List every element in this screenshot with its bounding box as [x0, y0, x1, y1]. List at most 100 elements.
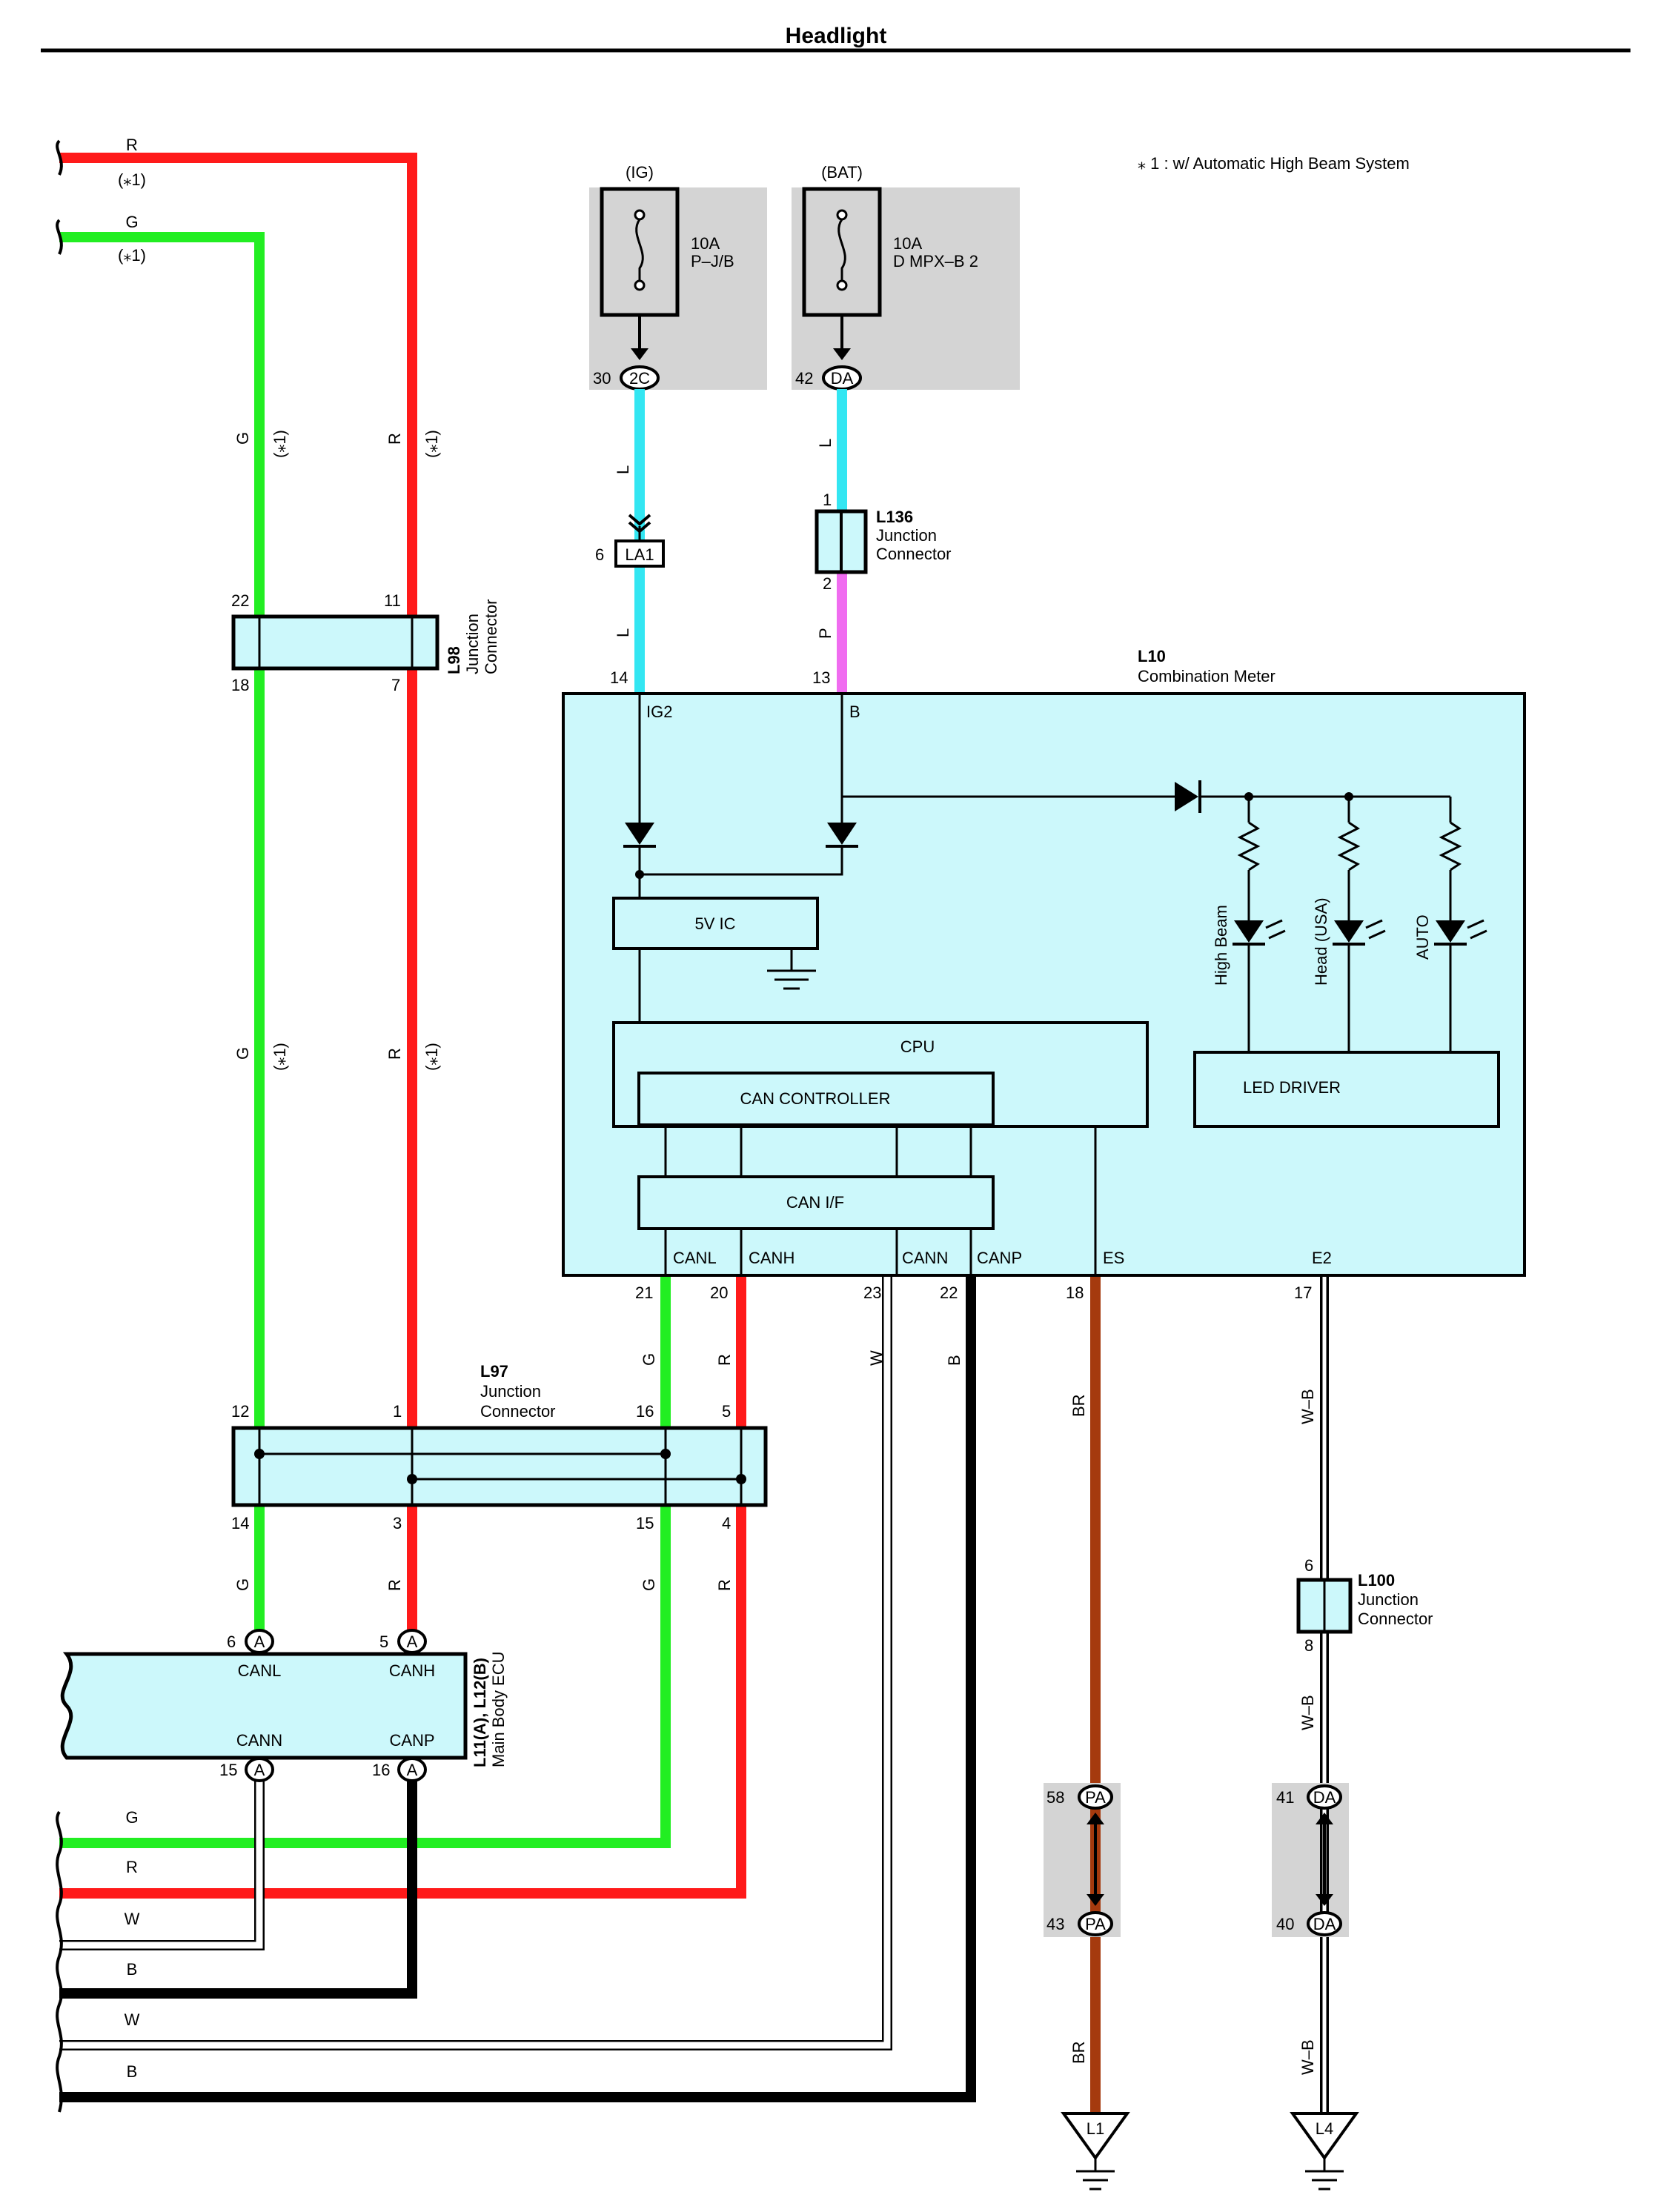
- svg-text:CANL: CANL: [673, 1249, 717, 1267]
- svg-text:Connector: Connector: [876, 545, 952, 563]
- svg-text:7: 7: [391, 676, 400, 694]
- svg-text:L136: L136: [876, 508, 913, 526]
- svg-text:W–B: W–B: [1298, 1389, 1317, 1424]
- svg-text:P–J/B: P–J/B: [691, 252, 734, 270]
- svg-text:Combination Meter: Combination Meter: [1138, 667, 1275, 685]
- svg-text:8: 8: [1304, 1636, 1313, 1655]
- led-branch-high-beam: High Beam: [1212, 797, 1286, 1052]
- svg-text:Junction: Junction: [463, 614, 482, 674]
- svg-text:17: 17: [1294, 1283, 1312, 1302]
- svg-text:3: 3: [393, 1514, 402, 1532]
- svg-text:B: B: [945, 1355, 963, 1366]
- svg-text:G: G: [640, 1578, 658, 1591]
- svg-text:CAN I/F: CAN I/F: [786, 1193, 844, 1212]
- fuse-bat: (BAT) 10A D MPX–B 2 42 DA: [792, 163, 1020, 391]
- svg-text:23: 23: [863, 1283, 881, 1302]
- svg-text:Junction: Junction: [876, 526, 937, 545]
- bottom-left-wire-labels: G R W B W B: [125, 1808, 140, 2081]
- main-body-ecu: A A A A 6 5 15 16 CANL CANH CANN CANP L1…: [60, 1629, 508, 1782]
- svg-text:CANH: CANH: [749, 1249, 794, 1267]
- svg-text:16: 16: [636, 1402, 654, 1421]
- svg-text:16: 16: [372, 1761, 390, 1779]
- svg-text:R: R: [385, 1579, 404, 1591]
- svg-text:18: 18: [1066, 1283, 1084, 1302]
- combination-meter-l10: L10 Combination Meter 14 13 IG2 B 5V IC …: [562, 647, 1526, 1302]
- svg-text:Connector: Connector: [482, 599, 500, 674]
- svg-text:21: 21: [635, 1283, 653, 1302]
- svg-text:G: G: [640, 1353, 658, 1366]
- led-branch-head-usa: Head (USA): [1312, 797, 1386, 1052]
- svg-text:18: 18: [231, 676, 249, 694]
- svg-text:LA1: LA1: [625, 545, 654, 564]
- wire-note-r-top: (⁎1): [118, 170, 146, 189]
- page-title: Headlight: [786, 24, 887, 48]
- svg-text:(⁎1): (⁎1): [271, 430, 289, 458]
- svg-text:14: 14: [610, 668, 628, 687]
- svg-text:G: G: [233, 1047, 252, 1060]
- svg-text:PA: PA: [1085, 1788, 1106, 1807]
- svg-text:14: 14: [231, 1514, 249, 1532]
- footnote: ⁎ 1 : w/ Automatic High Beam System: [1138, 154, 1410, 173]
- svg-text:Junction: Junction: [1358, 1590, 1419, 1609]
- ground-l1: L1: [1061, 2112, 1130, 2191]
- svg-text:(⁎1): (⁎1): [271, 1043, 289, 1071]
- svg-text:DA: DA: [1313, 1915, 1336, 1933]
- svg-text:A: A: [254, 1633, 265, 1651]
- svg-text:12: 12: [231, 1402, 249, 1421]
- svg-text:22: 22: [940, 1283, 958, 1302]
- svg-text:G: G: [233, 432, 252, 445]
- svg-text:L97: L97: [480, 1362, 508, 1381]
- svg-text:L: L: [614, 628, 632, 637]
- svg-text:CANN: CANN: [902, 1249, 948, 1267]
- svg-text:L100: L100: [1358, 1571, 1395, 1590]
- svg-text:G: G: [233, 1578, 252, 1591]
- svg-text:E2: E2: [1312, 1249, 1332, 1267]
- wire-note-g-top: (⁎1): [118, 246, 146, 265]
- svg-text:30: 30: [593, 369, 611, 388]
- vertical-wire-labels: G (⁎1) R (⁎1) G (⁎1) R (⁎1) L L L P G R …: [233, 430, 1317, 2075]
- svg-text:(⁎1): (⁎1): [422, 1043, 441, 1071]
- connector-la1: LA1 6: [595, 514, 665, 568]
- svg-text:CANN: CANN: [236, 1731, 282, 1750]
- svg-text:13: 13: [812, 668, 830, 687]
- svg-text:ES: ES: [1103, 1249, 1124, 1267]
- svg-text:R: R: [715, 1354, 734, 1366]
- svg-text:BR: BR: [1069, 2041, 1088, 2064]
- svg-text:15: 15: [636, 1514, 654, 1532]
- connector-da-bottom: DA DA 41 40: [1272, 1783, 1349, 1937]
- svg-text:Head (USA): Head (USA): [1312, 897, 1330, 986]
- svg-text:5: 5: [722, 1402, 731, 1421]
- svg-text:D MPX–B 2: D MPX–B 2: [893, 252, 978, 270]
- svg-text:5V IC: 5V IC: [694, 914, 735, 933]
- svg-text:Main Body ECU: Main Body ECU: [489, 1651, 508, 1767]
- svg-text:(⁎1): (⁎1): [422, 430, 441, 458]
- svg-text:L10: L10: [1138, 647, 1166, 665]
- svg-text:1: 1: [393, 1402, 402, 1421]
- svg-text:IG2: IG2: [646, 703, 672, 721]
- svg-text:2: 2: [823, 574, 832, 593]
- svg-text:High Beam: High Beam: [1212, 905, 1230, 986]
- svg-text:B: B: [849, 703, 860, 721]
- svg-text:LED DRIVER: LED DRIVER: [1243, 1078, 1341, 1097]
- svg-text:6: 6: [1304, 1556, 1313, 1575]
- connector-l100: 6 8 L100 Junction Connector: [1296, 1556, 1433, 1655]
- svg-text:W: W: [125, 1910, 140, 1928]
- connector-l97: L97 Junction Connector 12 1 16 5 14 3 15…: [231, 1362, 768, 1532]
- svg-text:L: L: [816, 439, 835, 448]
- svg-text:L4: L4: [1316, 2119, 1333, 2138]
- svg-text:Junction: Junction: [480, 1382, 541, 1401]
- svg-text:CANP: CANP: [977, 1249, 1022, 1267]
- svg-text:A: A: [254, 1761, 265, 1779]
- wire-breaks: [56, 139, 63, 2113]
- wire-label-g-top: G: [125, 213, 138, 231]
- svg-text:L: L: [614, 465, 632, 474]
- svg-text:6: 6: [595, 545, 604, 564]
- svg-text:(IG): (IG): [626, 163, 654, 182]
- svg-text:CAN CONTROLLER: CAN CONTROLLER: [740, 1089, 891, 1108]
- connector-pa: PA PA 58 43: [1044, 1783, 1121, 1937]
- svg-text:10A: 10A: [691, 234, 720, 253]
- svg-text:B: B: [127, 1960, 138, 1979]
- svg-text:11: 11: [384, 591, 401, 610]
- svg-text:1: 1: [823, 491, 832, 509]
